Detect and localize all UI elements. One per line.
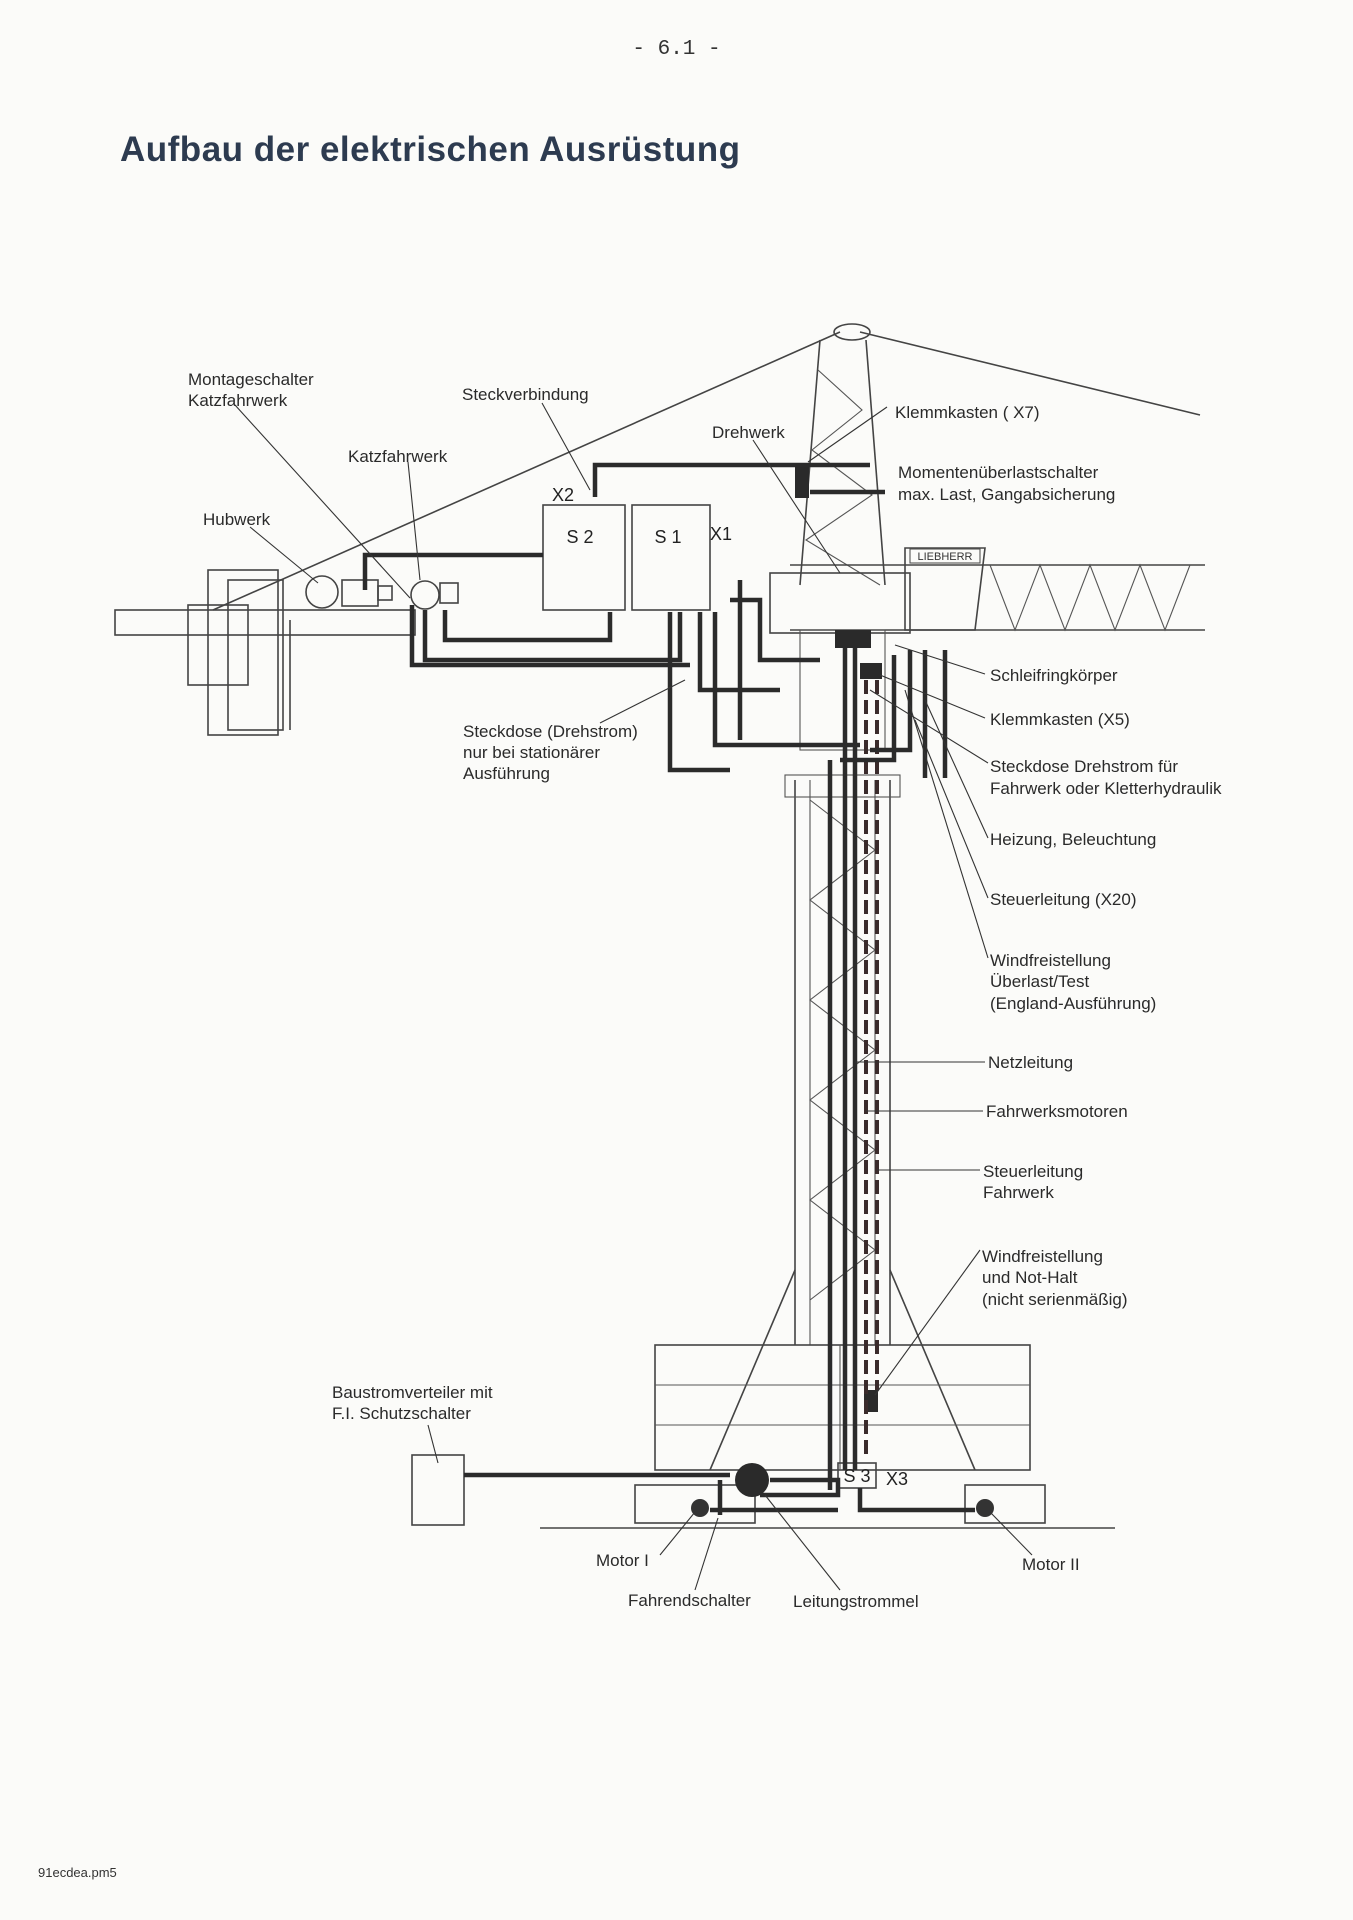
- label-baustrom-2: F.I. Schutzschalter: [332, 1404, 471, 1423]
- label-montageschalter-1: Montageschalter: [188, 370, 314, 389]
- label-hubwerk: Hubwerk: [203, 510, 271, 529]
- counterweight: [187, 604, 249, 686]
- label-nothalt-3: (nicht serienmäßig): [982, 1290, 1128, 1309]
- x2-label: X2: [552, 485, 574, 505]
- ballast-base: [654, 1344, 1031, 1471]
- s3-label: S 3: [843, 1466, 870, 1486]
- label-heizung: Heizung, Beleuchtung: [990, 830, 1156, 849]
- s1-label: S 1: [654, 527, 681, 547]
- label-netzleitung: Netzleitung: [988, 1053, 1073, 1072]
- label-steckdose-stat-3: Ausführung: [463, 764, 550, 783]
- cable-drum-symbol: [735, 1463, 769, 1497]
- trolley-drive-drum: [410, 580, 440, 610]
- box-construction-distributor: [411, 1454, 465, 1526]
- label-katzfahrwerk: Katzfahrwerk: [348, 447, 448, 466]
- switch-boxes: S 2 X2 S 1 X1 S 3 X3: [411, 463, 908, 1526]
- label-steckdose-fahrwerk-1: Steckdose Drehstrom für: [990, 757, 1178, 776]
- label-baustrom-1: Baustromverteiler mit: [332, 1383, 493, 1402]
- terminal-box-x7-symbol: [795, 463, 809, 498]
- x1-label: X1: [710, 524, 732, 544]
- label-motor-2: Motor II: [1022, 1555, 1080, 1574]
- motor-ii-symbol: [976, 1499, 994, 1517]
- tower-head-pulley: [833, 323, 871, 341]
- label-leitungstrommel: Leitungstrommel: [793, 1592, 919, 1611]
- label-steuer-fahrwerk-2: Fahrwerk: [983, 1183, 1054, 1202]
- label-motor-1: Motor I: [596, 1551, 649, 1570]
- label-klemmkasten-x7: Klemmkasten ( X7): [895, 403, 1040, 422]
- label-steuer-fahrwerk-1: Steuerleitung: [983, 1162, 1083, 1181]
- label-windfrei-1: Windfreistellung: [990, 951, 1111, 970]
- label-klemmkasten-x5: Klemmkasten (X5): [990, 710, 1130, 729]
- label-nothalt-1: Windfreistellung: [982, 1247, 1103, 1266]
- label-fahrendschalter: Fahrendschalter: [628, 1591, 751, 1610]
- label-steckdose-fahrwerk-2: Fahrwerk oder Kletterhydraulik: [990, 779, 1222, 798]
- leader-lines: [234, 402, 1033, 1591]
- label-steckverbindung: Steckverbindung: [462, 385, 589, 404]
- s2-label: S 2: [566, 527, 593, 547]
- cables: [362, 462, 975, 1515]
- hoist-drum: [305, 575, 339, 609]
- label-momentenueberlast: Momentenüberlastschalter: [898, 463, 1099, 482]
- label-fahrwerksmotoren: Fahrwerksmotoren: [986, 1102, 1128, 1121]
- label-windfrei-3: (England-Ausführung): [990, 994, 1156, 1013]
- box-s1: [631, 504, 711, 611]
- page-number: - 6.1 -: [632, 38, 721, 61]
- page-title: Aufbau der elektrischen Ausrüstung: [120, 130, 741, 169]
- label-steckdose-stat-1: Steckdose (Drehstrom): [463, 722, 638, 741]
- cab: [904, 547, 986, 631]
- box-s2: [542, 504, 626, 611]
- label-nothalt-2: und Not-Halt: [982, 1268, 1078, 1287]
- footer-filename: 91ecdea.pm5: [38, 1865, 117, 1880]
- motor-i-symbol: [691, 1499, 709, 1517]
- liebherr-logo: LIEBHERR: [917, 551, 972, 563]
- label-windfrei-2: Überlast/Test: [990, 972, 1089, 991]
- label-max-last: max. Last, Gangabsicherung: [898, 485, 1115, 504]
- x3-label: X3: [886, 1469, 908, 1489]
- label-drehwerk: Drehwerk: [712, 423, 785, 442]
- slip-ring-symbol: [835, 630, 871, 648]
- label-schleifring: Schleifringkörper: [990, 666, 1118, 685]
- label-steuerleitung-x20: Steuerleitung (X20): [990, 890, 1136, 909]
- label-steckdose-stat-2: nur bei stationärer: [463, 743, 600, 762]
- label-montageschalter-2: Katzfahrwerk: [188, 391, 288, 410]
- terminal-box-x5-symbol: [860, 663, 882, 679]
- labels: Montageschalter Katzfahrwerk Hubwerk Kat…: [188, 370, 1222, 1611]
